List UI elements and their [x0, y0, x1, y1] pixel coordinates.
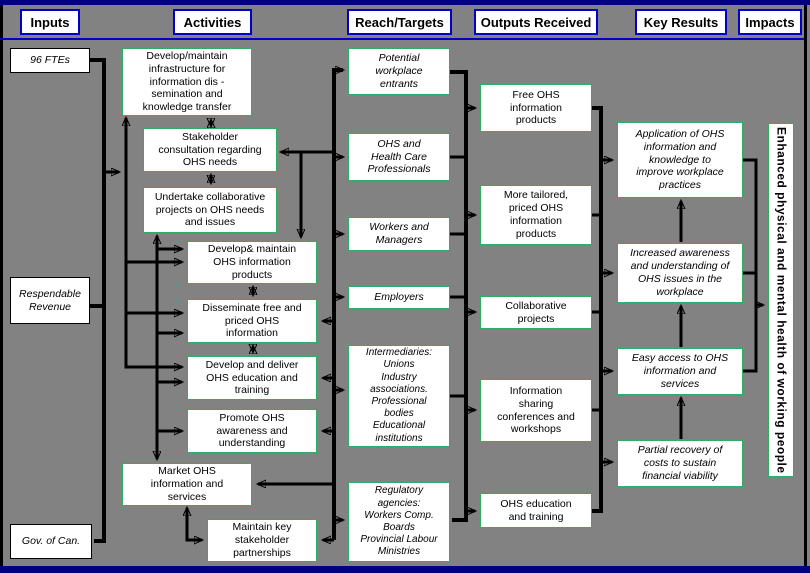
input-box-ftes: 96 FTEs — [10, 48, 90, 73]
activity-box-collaborative-projects: Undertake collaborative projects on OHS … — [143, 187, 277, 233]
reach-box-employers: Employers — [348, 286, 450, 309]
connector-collector4 — [743, 158, 758, 373]
connector-collector1 — [332, 70, 343, 540]
output-box-free-products: Free OHS information products — [480, 84, 592, 132]
key-result-box-cost-recovery: Partial recovery of costs to sustain fin… — [617, 440, 743, 487]
activity-box-stakeholder-consultation: Stakeholder consultation regarding OHS n… — [143, 128, 277, 172]
output-box-conferences-workshops: Information sharing conferences and work… — [480, 379, 592, 442]
column-header-outputs-received: Outputs Received — [474, 9, 598, 35]
connector-collector3 — [592, 106, 603, 513]
column-header-key-results: Key Results — [635, 9, 727, 35]
column-header-impacts: Impacts — [738, 9, 802, 35]
key-result-box-application: Application of OHS information and knowl… — [617, 122, 743, 198]
reach-box-workplace-entrants: Potential workplace entrants — [348, 48, 450, 95]
connector-market-to-partnerships — [187, 508, 202, 540]
bottom-navy-bar — [0, 566, 810, 573]
input-box-respendable-revenue: Respendable Revenue — [10, 277, 90, 324]
column-header-inputs: Inputs — [20, 9, 80, 35]
output-box-collaborative-projects: Collaborative projects — [480, 296, 592, 329]
reach-box-intermediaries: Intermediaries: Unions Industry associat… — [348, 345, 450, 447]
activity-box-stakeholder-partnerships: Maintain key stakeholder partnerships — [207, 519, 317, 562]
reach-box-workers-managers: Workers and Managers — [348, 217, 450, 251]
activity-box-infrastructure: Develop/maintain infrastructure for info… — [122, 48, 252, 116]
key-result-box-easy-access: Easy access to OHS information and servi… — [617, 348, 743, 395]
header-divider-line — [0, 38, 804, 40]
left-border-line — [0, 5, 3, 566]
column-header-reach-targets: Reach/Targets — [347, 9, 452, 35]
connector-feeder-a — [126, 118, 182, 367]
activity-box-disseminate-information: Disseminate free and priced OHS informat… — [187, 299, 317, 343]
activity-box-promote-awareness: Promote OHS awareness and understanding — [187, 409, 317, 453]
activity-box-education-training: Develop and deliver OHS education and tr… — [187, 356, 317, 400]
impact-box-enhanced-health: Enhanced physical and mental health of w… — [768, 123, 794, 477]
right-border-line — [804, 5, 807, 566]
output-box-education-training: OHS education and training — [480, 493, 592, 528]
input-box-gov-of-can: Gov. of Can. — [10, 524, 92, 559]
reach-box-regulatory-agencies: Regulatory agencies: Workers Comp. Board… — [348, 482, 450, 562]
reach-box-health-care-professionals: OHS and Health Care Professionals — [348, 133, 450, 181]
column-header-activities: Activities — [173, 9, 252, 35]
key-result-box-awareness: Increased awareness and understanding of… — [617, 243, 743, 303]
output-box-tailored-products: More tailored, priced OHS information pr… — [480, 185, 592, 245]
activity-box-develop-maintain-products: Develop& maintain OHS information produc… — [187, 241, 317, 284]
top-navy-bar — [0, 0, 810, 5]
activity-box-market-services: Market OHS information and services — [122, 463, 252, 506]
connector-inputs-spine — [90, 58, 106, 543]
